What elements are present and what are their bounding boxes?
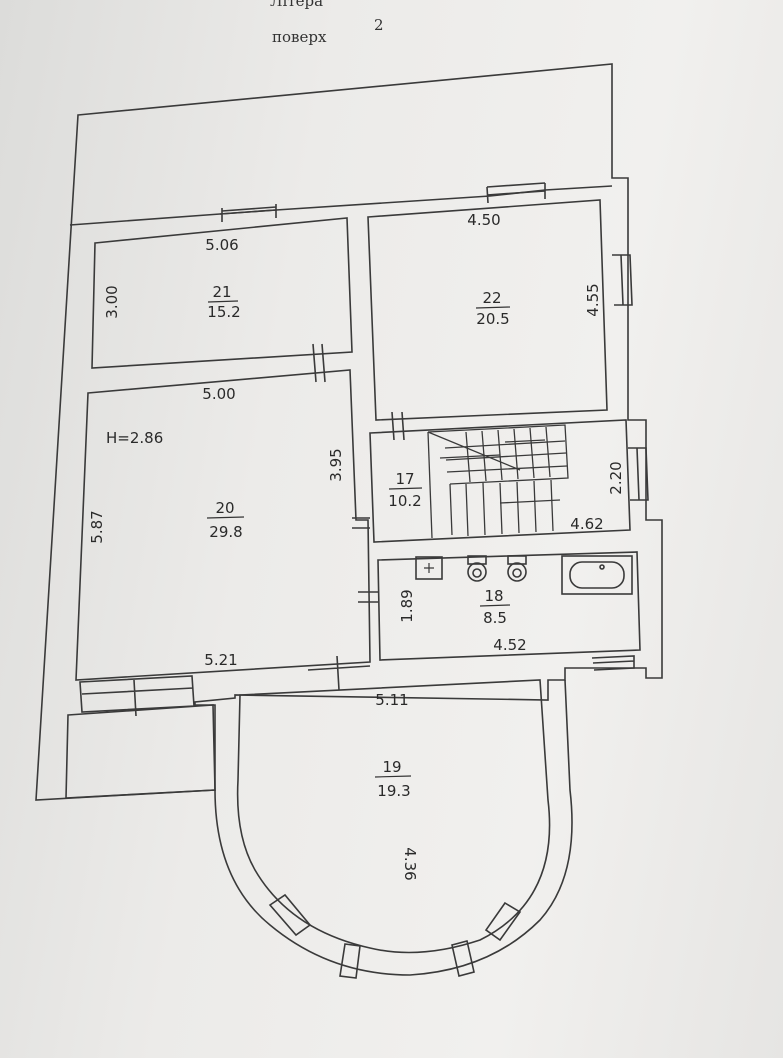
room-22 <box>367 199 608 421</box>
door-18 <box>358 591 378 603</box>
top-partition <box>69 185 613 226</box>
window-22-side <box>612 254 633 306</box>
room-18-area: 8.5 <box>483 609 507 627</box>
room-17-number: 17 <box>395 470 414 488</box>
window-22 <box>486 182 546 204</box>
litera-label: Літера <box>270 0 324 10</box>
window-21 <box>219 204 277 222</box>
room-18-number: 18 <box>484 587 503 605</box>
dim-19-width: 5.11 <box>375 691 408 709</box>
door-20 <box>352 517 370 529</box>
sink-icon <box>415 556 443 580</box>
window-18 <box>591 655 635 671</box>
bidet-icon <box>507 555 527 582</box>
floor-number: 2 <box>374 16 384 34</box>
floor-label: поверх <box>272 28 327 46</box>
dim-18-height: 1.89 <box>398 589 416 622</box>
dim-18-width: 4.52 <box>493 636 526 654</box>
dim-20-top: 5.00 <box>202 385 235 403</box>
toilet-icon <box>467 555 487 582</box>
room-21 <box>91 217 353 369</box>
staircase <box>427 424 569 539</box>
room-19 <box>236 679 551 954</box>
dim-22-height: 4.55 <box>584 283 602 316</box>
room-18 <box>377 551 641 661</box>
room-19-number: 19 <box>382 758 401 776</box>
bay-window-3 <box>451 940 475 977</box>
dim-21-height: 3.00 <box>103 285 121 318</box>
room-20 <box>75 369 371 681</box>
window-17 <box>628 447 649 501</box>
bay-window-4 <box>484 901 522 942</box>
room-20-area: 29.8 <box>209 523 242 541</box>
bathtub-icon <box>561 555 633 595</box>
dim-20-left: 5.87 <box>88 510 106 543</box>
balcony-block <box>65 704 216 799</box>
labels: 21 15.2 22 20.5 20 29.8 17 10.2 18 8.5 1… <box>88 211 625 881</box>
room-21-area: 15.2 <box>207 303 240 321</box>
dim-17-width: 4.62 <box>570 515 603 533</box>
bay-window-2 <box>339 943 361 979</box>
room-22-area: 20.5 <box>476 310 509 328</box>
door-17 <box>391 411 405 441</box>
room-22-number: 22 <box>482 289 501 307</box>
dim-20-bottom: 5.21 <box>204 651 237 669</box>
room-17-area: 10.2 <box>388 492 421 510</box>
room-19-area: 19.3 <box>377 782 410 800</box>
dim-21-width: 5.06 <box>205 236 238 254</box>
dim-20-right: 3.95 <box>327 448 345 481</box>
dim-22-width: 4.50 <box>467 211 500 229</box>
room-21-number: 21 <box>212 283 231 301</box>
room-20-number: 20 <box>215 499 234 517</box>
room-19-outer <box>214 679 573 976</box>
bay-window-1 <box>268 893 312 937</box>
door-19 <box>307 655 371 691</box>
height-note: H=2.86 <box>106 429 163 447</box>
room-17 <box>369 419 631 543</box>
dim-17-height: 2.20 <box>607 461 625 494</box>
door-21 <box>312 343 326 383</box>
dim-19-depth: 4.36 <box>401 847 419 880</box>
